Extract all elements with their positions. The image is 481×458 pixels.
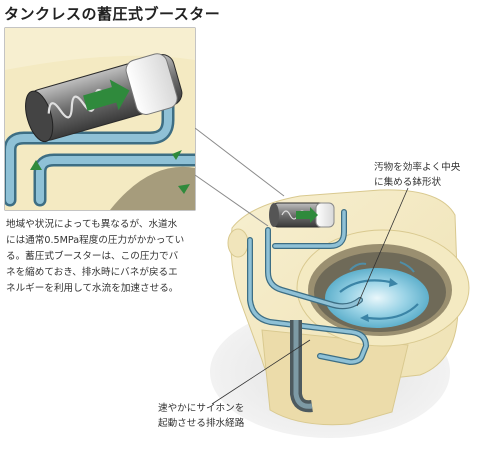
description: 地域や状況によっても異なるが、水道水 には通常0.5MPa程度の圧力がかかってい… xyxy=(6,217,216,297)
description-line: ネを縮めておき、排水時にバネが戻るエ xyxy=(6,267,178,278)
water-pipes xyxy=(247,209,369,365)
description-line: には通常0.5MPa程度の圧力がかかってい xyxy=(6,235,185,246)
drain-path xyxy=(290,320,313,413)
zoom-inset xyxy=(4,27,196,211)
drain-callout-line: 速やかにサイホンを xyxy=(158,403,245,414)
booster-small xyxy=(269,202,335,228)
drain-callout: 速やかにサイホンを 起動させる排水経路 xyxy=(158,401,244,431)
description-line: 地域や状況によっても異なるが、水道水 xyxy=(6,219,178,230)
bowl-callout-line: に集める鉢形状 xyxy=(374,177,442,188)
bowl-callout: 汚物を効率よく中央 に集める鉢形状 xyxy=(374,160,460,190)
description-line: る。蓄圧式ブースターは、この圧力でバ xyxy=(6,251,179,262)
callout-leaders xyxy=(211,187,409,405)
bowl-callout-line: 汚物を効率よく中央 xyxy=(374,162,461,173)
drain-callout-line: 起動させる排水経路 xyxy=(158,418,245,429)
zoom-connector xyxy=(194,127,285,227)
description-line: ネルギーを利用して水流を加速させる。 xyxy=(6,283,179,294)
toilet-body xyxy=(227,189,470,426)
page-title: タンクレスの蓄圧式ブースター xyxy=(4,5,221,23)
bowl-water xyxy=(325,268,429,328)
